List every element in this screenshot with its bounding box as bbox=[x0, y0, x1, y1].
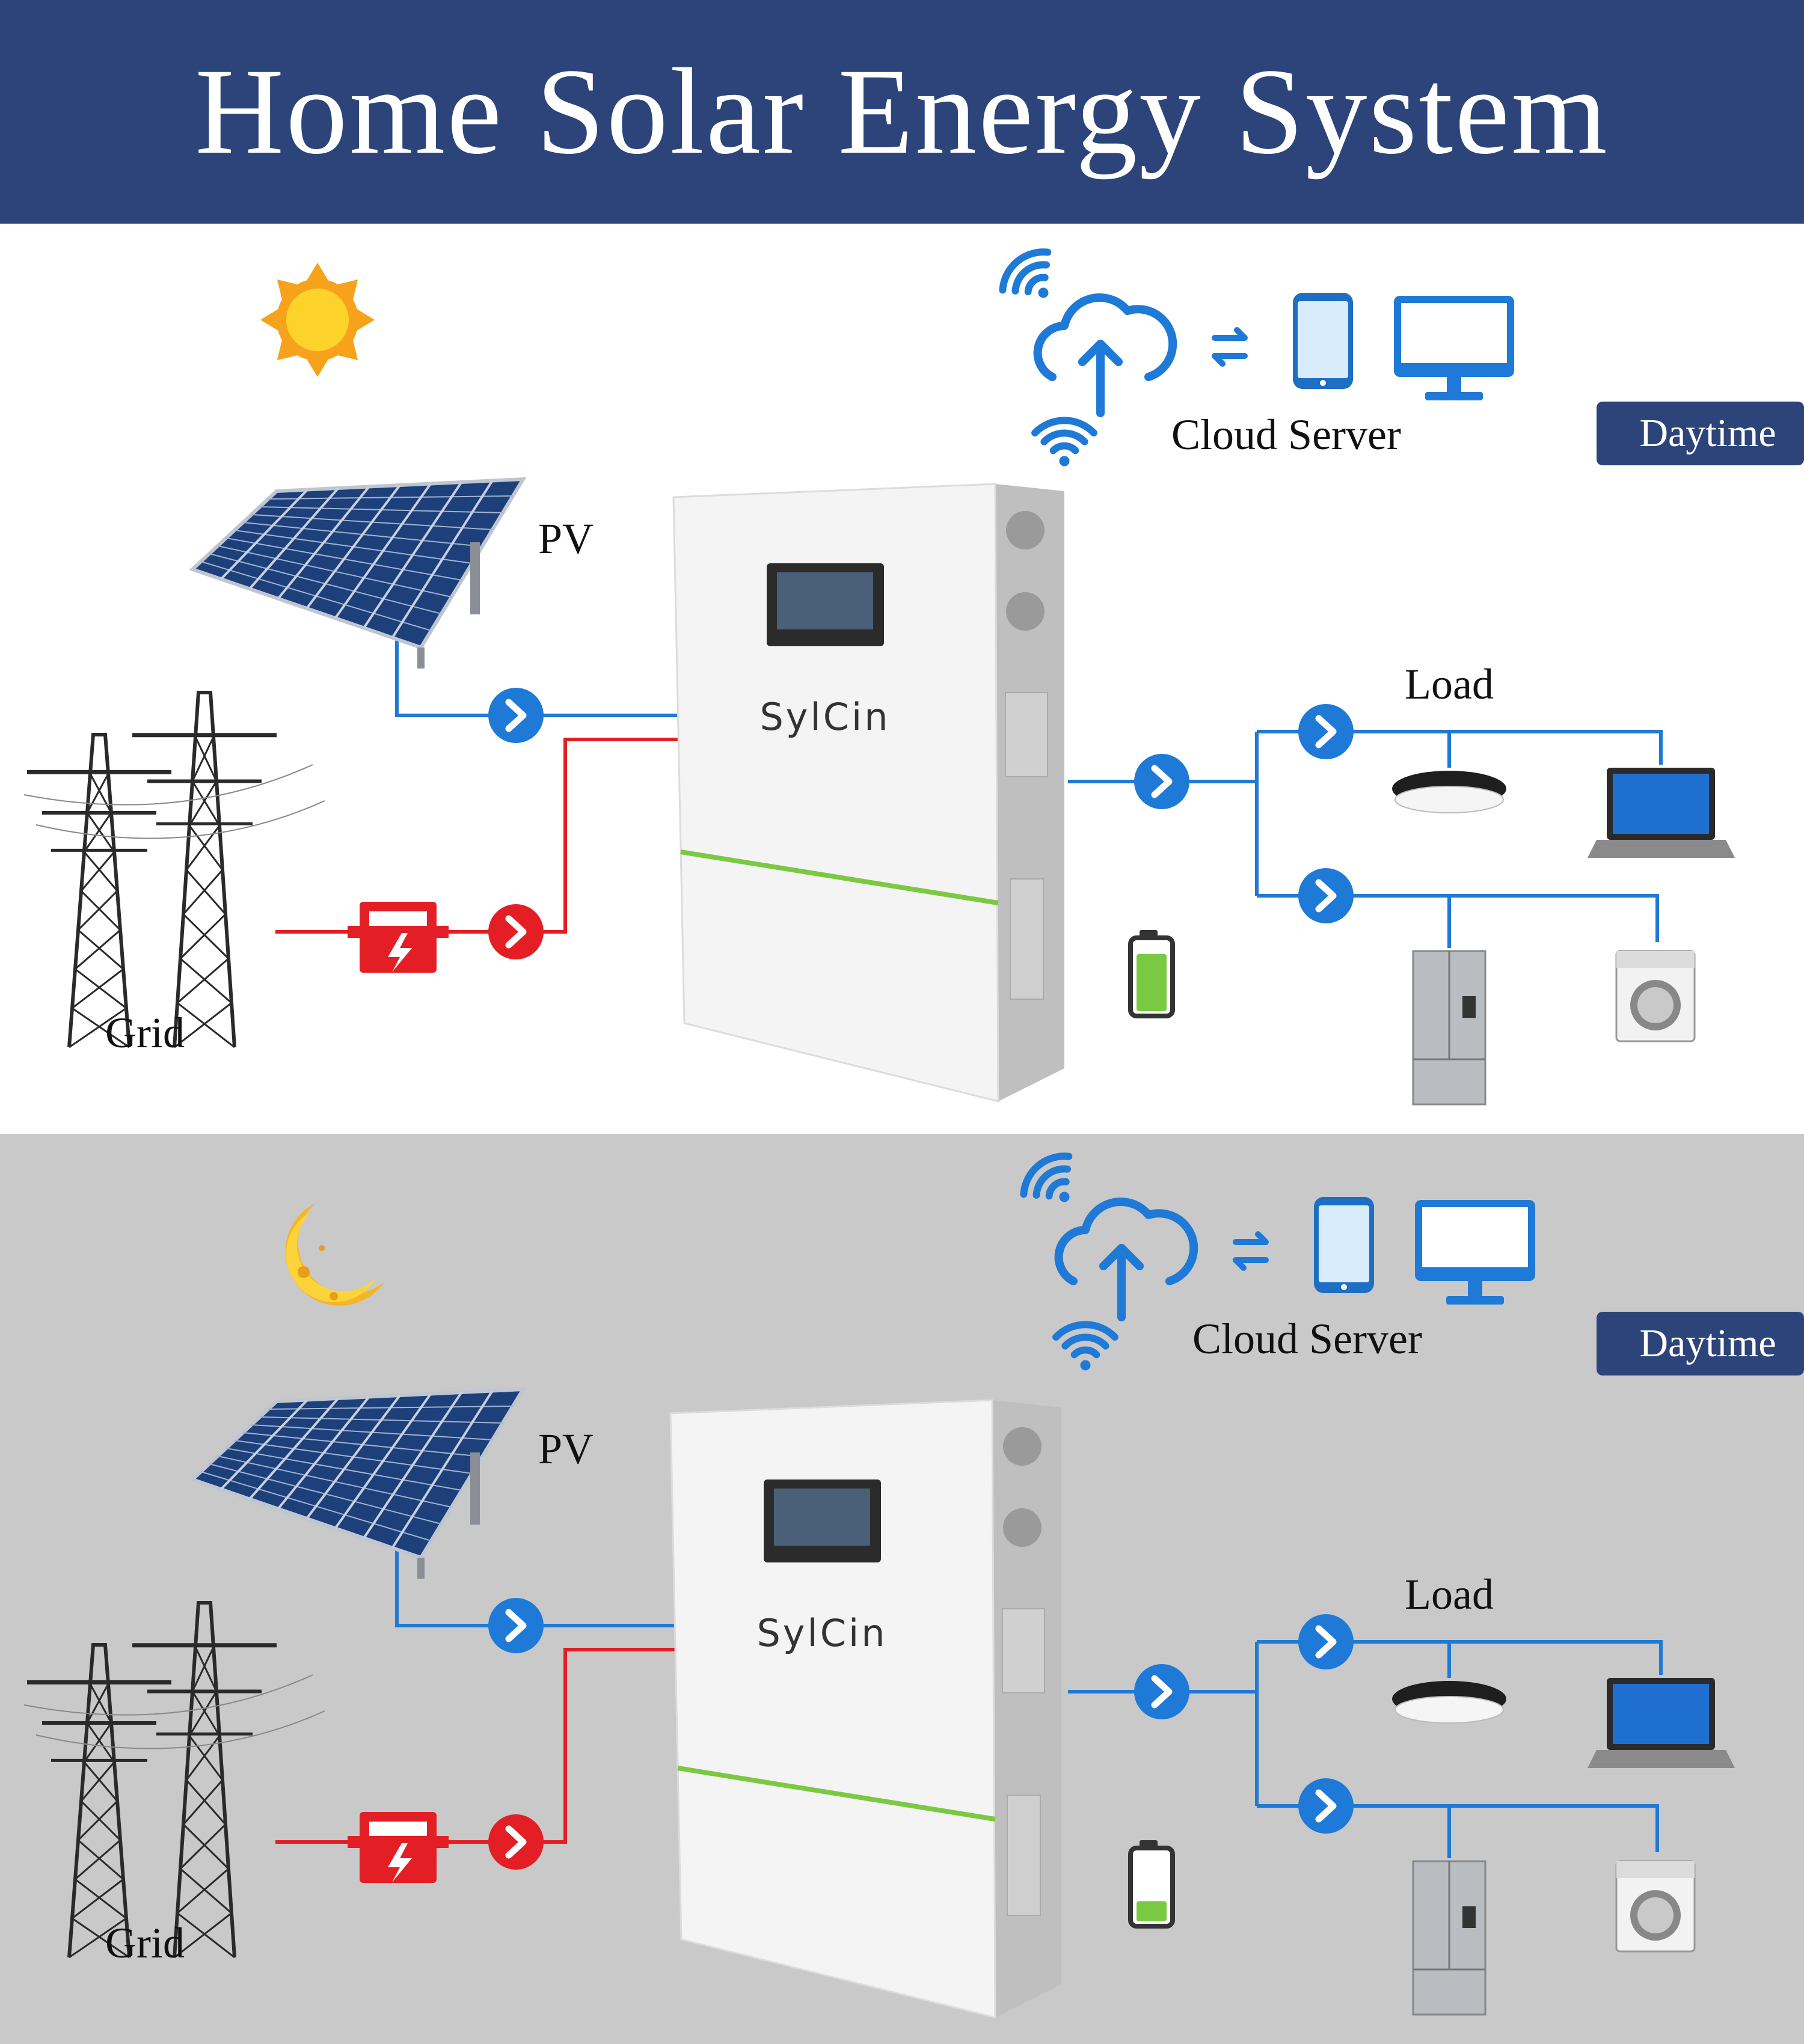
load-branch-bottom bbox=[1257, 1804, 1659, 1858]
pylon-icon bbox=[27, 733, 171, 1048]
battery-icon bbox=[1128, 930, 1175, 1018]
title-bar: Home Solar Energy System bbox=[0, 0, 1804, 224]
power-lines bbox=[23, 764, 325, 839]
mode-badge: Daytime bbox=[1597, 402, 1804, 465]
inverter-icon: SylCin bbox=[669, 1399, 1061, 2019]
flow-arrow-icon bbox=[488, 1814, 544, 1870]
pv-wire bbox=[395, 632, 678, 717]
grid-label: Grid bbox=[105, 1009, 185, 1057]
pv-wire bbox=[395, 1543, 678, 1627]
load-branch-top bbox=[1257, 730, 1663, 768]
monitor-icon bbox=[1394, 296, 1514, 400]
solar-panel-icon bbox=[189, 1387, 527, 1579]
ceiling-lamp-icon bbox=[1392, 771, 1506, 813]
cloud-server-label: Cloud Server bbox=[1171, 411, 1401, 459]
flow-arrow-icon bbox=[488, 688, 544, 743]
power-lines bbox=[23, 1674, 325, 1749]
flow-arrow-icon bbox=[488, 1598, 544, 1653]
meter-icon bbox=[348, 902, 449, 973]
moon-icon bbox=[285, 1203, 385, 1306]
load-branch-top bbox=[1257, 1640, 1663, 1678]
flow-arrow-icon bbox=[1298, 1614, 1354, 1669]
phone-icon bbox=[1293, 293, 1353, 389]
mode-badge: Daytime bbox=[1597, 1312, 1804, 1375]
wifi-icon bbox=[999, 248, 1052, 298]
phone-icon bbox=[1314, 1197, 1374, 1293]
washing-machine-icon bbox=[1615, 1860, 1696, 1953]
laptop-icon bbox=[1588, 1678, 1735, 1768]
flow-arrow-icon bbox=[1298, 704, 1354, 759]
cloud-upload-icon bbox=[1033, 293, 1177, 417]
cloud-cluster: Cloud Server bbox=[999, 248, 1514, 467]
pylon-icon bbox=[132, 1601, 277, 1959]
sun-icon bbox=[260, 263, 375, 377]
grid-wire bbox=[275, 1648, 678, 1844]
flow-arrow-icon bbox=[1134, 754, 1189, 809]
fridge-icon bbox=[1412, 950, 1486, 1106]
page-title: Home Solar Energy System bbox=[195, 43, 1609, 180]
cloud-upload-icon bbox=[1054, 1198, 1198, 1321]
mode-badge-label: Daytime bbox=[1639, 1321, 1776, 1365]
laptop-icon bbox=[1588, 768, 1735, 858]
meter-icon bbox=[348, 1812, 449, 1883]
flow-arrow-icon bbox=[1298, 868, 1354, 923]
pylon-icon bbox=[132, 691, 277, 1048]
pv-label: PV bbox=[538, 1425, 594, 1473]
sync-arrows-icon bbox=[1212, 327, 1248, 367]
load-branch-bottom bbox=[1257, 894, 1659, 948]
grid-label: Grid bbox=[105, 1919, 185, 1967]
solar-panel-icon bbox=[189, 477, 527, 669]
flow-arrow-icon bbox=[1298, 1778, 1354, 1834]
load-label: Load bbox=[1405, 1570, 1494, 1618]
pv-label: PV bbox=[538, 515, 594, 563]
brand-label: SylCin bbox=[759, 695, 890, 739]
battery-icon bbox=[1128, 1840, 1175, 1929]
mode-badge-label: Daytime bbox=[1639, 411, 1776, 455]
pylon-icon bbox=[27, 1643, 171, 1959]
cloud-server-label: Cloud Server bbox=[1192, 1315, 1422, 1363]
inverter-icon: SylCin bbox=[672, 483, 1064, 1103]
flow-arrow-icon bbox=[488, 904, 544, 959]
grid-wire bbox=[275, 738, 678, 934]
cloud-cluster: Cloud Server bbox=[1020, 1152, 1535, 1371]
load-label: Load bbox=[1405, 660, 1494, 708]
wifi-icon bbox=[1020, 1152, 1073, 1202]
washing-machine-icon bbox=[1615, 950, 1696, 1042]
wifi-icon bbox=[1031, 417, 1097, 467]
fridge-icon bbox=[1412, 1860, 1486, 2016]
brand-label: SylCin bbox=[756, 1611, 887, 1655]
flow-arrow-icon bbox=[1134, 1664, 1189, 1719]
ceiling-lamp-icon bbox=[1392, 1681, 1506, 1724]
monitor-icon bbox=[1415, 1200, 1535, 1305]
wifi-icon bbox=[1052, 1321, 1118, 1371]
sync-arrows-icon bbox=[1233, 1231, 1269, 1271]
